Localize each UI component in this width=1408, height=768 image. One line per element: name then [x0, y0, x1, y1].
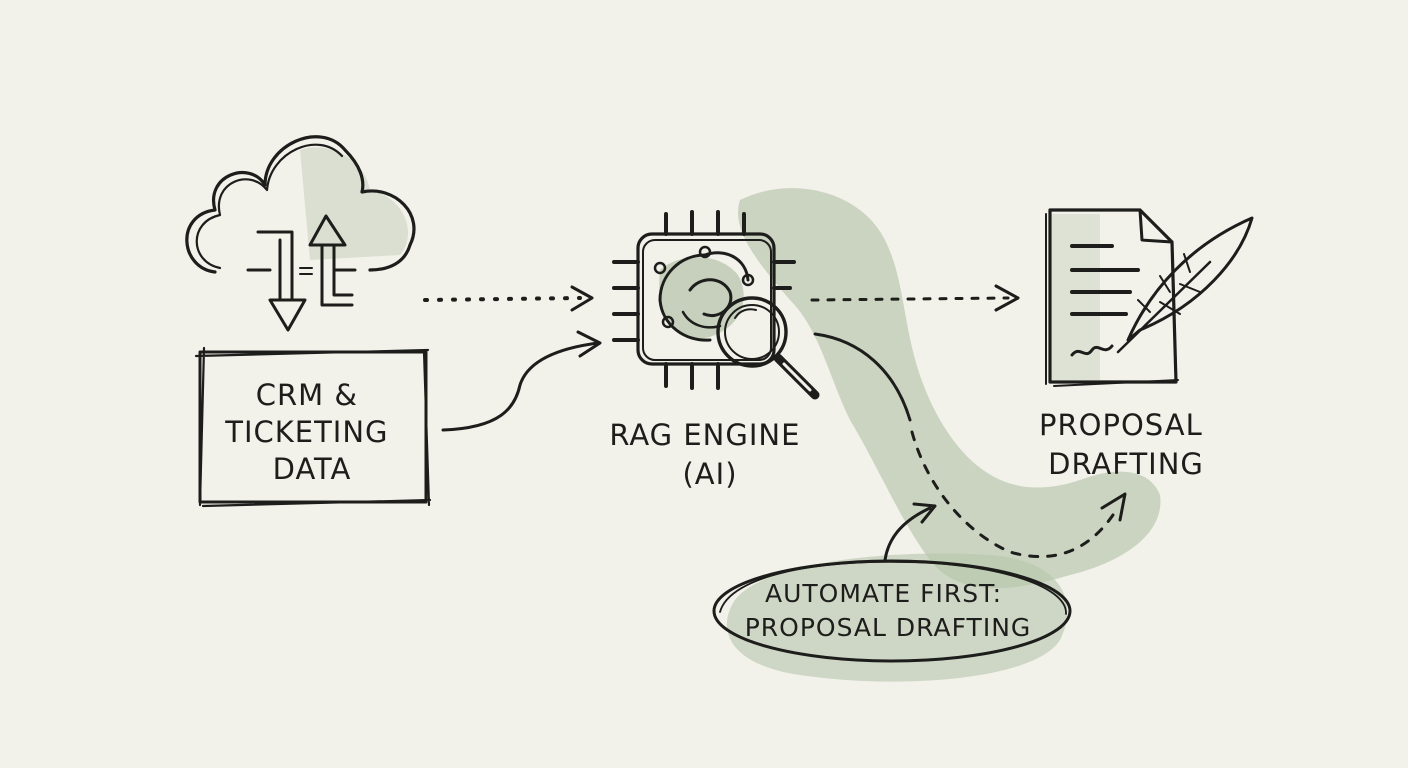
watercolor-wash-callout: [726, 553, 1068, 682]
curve-arrow-source-to-engine: [441, 330, 602, 432]
callout-line-2: PROPOSAL DRAFTING: [745, 613, 1032, 642]
callout-line-1: AUTOMATE FIRST:: [765, 579, 1002, 608]
watercolor-wash: [738, 188, 1161, 589]
source-box: [194, 346, 432, 508]
dotted-arrow-source-to-engine: [423, 285, 594, 312]
output-label-line-1: PROPOSAL: [1039, 408, 1203, 442]
ai-chip-icon: [612, 210, 820, 400]
source-label-line-3: DATA: [273, 452, 352, 486]
dotted-arrow-engine-to-output: [810, 284, 1020, 312]
dashed-curve-engine-to-output: [813, 332, 1127, 559]
svg-text:RAG ENGINE (AI): RAG ENGINE (AI): [609, 418, 810, 491]
engine-label-line-1: RAG ENGINE: [609, 418, 800, 452]
svg-text:AUTOMATE FIRST: PROPOSAL D: AUTOMATE FIRST: PROPOSAL DRAFTING: [745, 579, 1032, 642]
output-label-line-2: DRAFTING: [1048, 447, 1204, 481]
cloud-sync-icon: [185, 135, 416, 332]
engine-label-line-2: (AI): [682, 457, 737, 491]
source-label-line-2: TICKETING: [224, 415, 388, 449]
svg-text:CRM & TICKETING DATA: CRM & TICKETING DATA: [224, 378, 399, 486]
callout-bubble: [712, 559, 1072, 663]
callout-pointer-arrow: [883, 502, 937, 562]
document-quill-icon: [1045, 208, 1254, 387]
svg-text:PROPOSAL DRAFTING: PROPOSAL DRAFTING: [1039, 408, 1213, 481]
source-label-line-1: CRM &: [256, 378, 358, 412]
